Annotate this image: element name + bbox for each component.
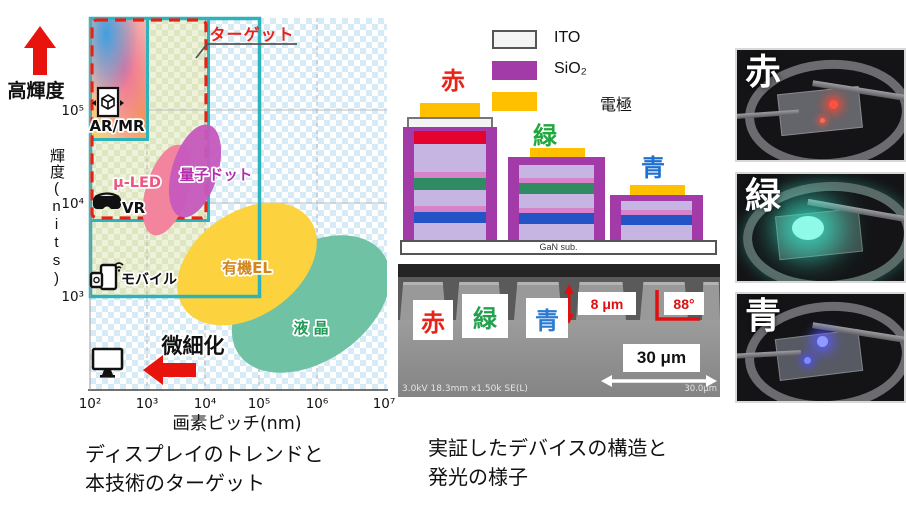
blue-qw-layer bbox=[414, 212, 486, 223]
x-axis-label: 画素ピッチ(nm) bbox=[172, 414, 301, 434]
spacer-layer bbox=[519, 224, 594, 240]
ito-label: ITO bbox=[554, 29, 581, 46]
spacer-layer bbox=[621, 201, 692, 210]
green-stack-body bbox=[508, 157, 605, 240]
x-tick-1e7: 10⁷ bbox=[373, 396, 396, 412]
blue-stack-body bbox=[610, 195, 703, 240]
blue-stack-label: 青 bbox=[641, 155, 665, 182]
photo-blue-label: 青 bbox=[745, 295, 782, 336]
red-stack-label: 赤 bbox=[441, 68, 465, 95]
blue-emission-glow bbox=[804, 357, 811, 364]
sem-scale-label: 30 μm bbox=[623, 344, 700, 372]
y-tick-1e5: 10⁵ bbox=[61, 103, 84, 119]
photo-red-emission: 赤 bbox=[735, 48, 906, 162]
right-caption-line2: 発光の様子 bbox=[428, 467, 528, 489]
tunnel-junction-layer bbox=[414, 206, 486, 212]
x-tick-1e6: 10⁶ bbox=[306, 396, 329, 412]
red-stack-layers bbox=[414, 131, 486, 240]
sem-meta-right: 30.0μm bbox=[684, 384, 717, 394]
vr-label: VR bbox=[122, 199, 146, 217]
blue-qw-layer bbox=[519, 213, 594, 224]
miniaturization-label: 微細化 bbox=[161, 334, 225, 358]
sem-image: 赤 緑 青 8 μm 88° 30 μm 3.0kV 18.3mm x1.50k… bbox=[398, 264, 720, 397]
green-qw-layer bbox=[519, 183, 594, 194]
photo-blue-emission: 青 bbox=[735, 292, 906, 403]
electrode-label: 電極 bbox=[600, 97, 633, 114]
spacer-layer bbox=[519, 165, 594, 178]
quantum-dot-ellipse bbox=[168, 124, 222, 218]
sem-top-band bbox=[398, 264, 720, 277]
right-caption: 実証したデバイスの構造と 発光の様子 bbox=[428, 435, 667, 493]
y-axis-label: 輝度(nits) bbox=[48, 148, 65, 288]
armr-gradient-region bbox=[89, 17, 149, 141]
sem-angle-label: 88° bbox=[664, 292, 704, 315]
sem-mesa bbox=[702, 282, 720, 320]
green-qw-layer bbox=[414, 178, 486, 190]
mobile-label: モバイル bbox=[121, 272, 177, 288]
tunnel-junction-layer bbox=[621, 210, 692, 215]
lcd-label: 液 晶 bbox=[293, 319, 328, 337]
x-tick-1e2: 10² bbox=[79, 396, 102, 412]
green-emission-glow bbox=[792, 216, 824, 240]
high-brightness-label: 高輝度 bbox=[7, 79, 65, 102]
sem-blue-label: 青 bbox=[526, 298, 568, 338]
tunnel-junction-layer bbox=[414, 172, 486, 178]
target-region-dashed-outline bbox=[90, 18, 208, 220]
quantum-dot-label: 量子ドット bbox=[180, 167, 253, 184]
left-caption: ディスプレイのトレンドと 本技術のターゲット bbox=[85, 441, 324, 499]
left-caption-line2: 本技術のターゲット bbox=[85, 473, 265, 495]
trend-chart: ターゲット μ-LED 量子ドット 有機EL 液 晶 AR/MR VR モバイル… bbox=[7, 16, 396, 434]
red-stack-body bbox=[403, 127, 497, 240]
red-emission-glow bbox=[820, 118, 825, 123]
oled-label: 有機EL bbox=[222, 259, 272, 277]
red-emission-glow bbox=[829, 100, 838, 109]
y-tick-1e3: 10³ bbox=[61, 289, 84, 305]
x-tick-1e3: 10³ bbox=[136, 396, 159, 412]
sio2-swatch bbox=[492, 61, 537, 80]
ar-mr-icon bbox=[92, 86, 124, 118]
sem-red-label: 赤 bbox=[413, 300, 453, 340]
mobile-icon bbox=[89, 262, 124, 291]
ar-mr-label: AR/MR bbox=[89, 117, 145, 135]
green-stack-layers bbox=[519, 165, 594, 240]
monitor-icon bbox=[91, 347, 124, 378]
red-qw-layer bbox=[414, 131, 486, 144]
spacer-layer bbox=[414, 144, 486, 172]
oled-ellipse bbox=[177, 202, 317, 326]
spacer-layer bbox=[414, 190, 486, 206]
blue-emission-glow bbox=[817, 336, 828, 347]
x-tick-1e4: 10⁴ bbox=[194, 396, 217, 412]
x-tick-1e5: 10⁵ bbox=[248, 396, 271, 412]
sem-height-label: 8 μm bbox=[578, 292, 636, 315]
photo-red-label: 赤 bbox=[745, 51, 782, 92]
blue-stack-layers bbox=[621, 201, 692, 240]
sem-annotations bbox=[564, 284, 717, 387]
sio2-label: SiO₂ bbox=[554, 60, 587, 77]
y-tick-1e4: 10⁴ bbox=[61, 196, 84, 212]
mu-led-label: μ-LED bbox=[113, 175, 161, 191]
tunnel-junction-layer bbox=[519, 208, 594, 213]
red-stack-electrode bbox=[420, 103, 480, 118]
tunnel-junction-layer bbox=[519, 178, 594, 183]
photo-green-emission: 緑 bbox=[735, 172, 906, 283]
vr-icon bbox=[93, 192, 121, 209]
green-stack-label: 緑 bbox=[533, 123, 557, 150]
ito-swatch bbox=[492, 30, 537, 49]
up-arrow bbox=[24, 26, 56, 75]
target-label: ターゲット bbox=[209, 25, 294, 44]
spacer-layer bbox=[519, 194, 594, 208]
electrode-swatch bbox=[492, 92, 537, 111]
target-leader-line bbox=[195, 43, 297, 59]
photo-green-label: 緑 bbox=[745, 175, 782, 216]
gan-substrate: GaN sub. bbox=[400, 240, 717, 255]
right-caption-line1: 実証したデバイスの構造と bbox=[428, 438, 668, 460]
spacer-layer bbox=[621, 225, 692, 240]
left-caption-line1: ディスプレイのトレンドと bbox=[85, 444, 324, 466]
spacer-layer bbox=[414, 223, 486, 240]
left-arrow bbox=[143, 355, 196, 385]
sem-green-label: 緑 bbox=[462, 294, 508, 338]
sem-meta-left: 3.0kV 18.3mm x1.50k SE(L) bbox=[402, 384, 528, 394]
blue-qw-layer bbox=[621, 215, 692, 225]
